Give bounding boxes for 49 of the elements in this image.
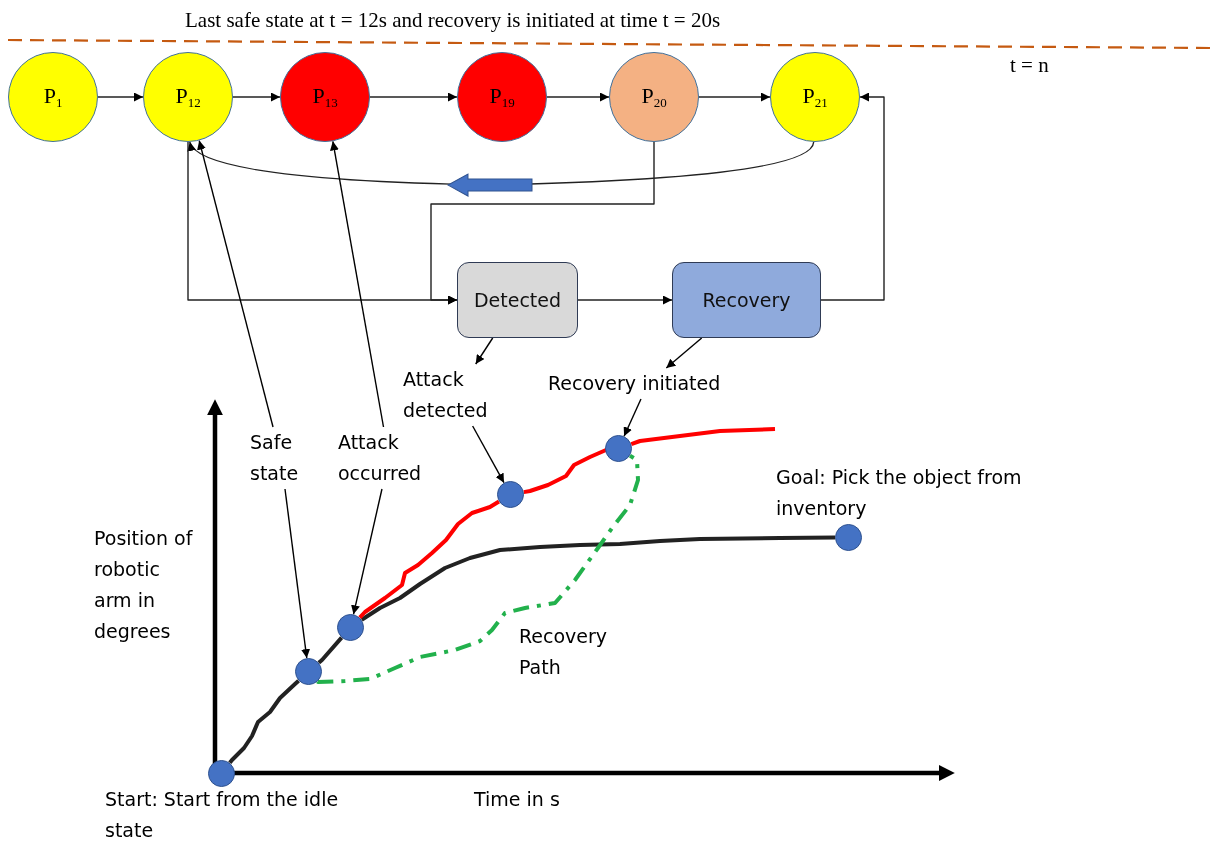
data-point: [605, 435, 632, 462]
connector-arrow: [284, 488, 311, 659]
connector-arrow: [820, 92, 885, 301]
axis-label: Position of robotic arm in degrees: [94, 526, 194, 644]
connector-arrow: [475, 337, 494, 365]
trajectory-line: [317, 636, 344, 665]
connector-arrow: [546, 92, 610, 102]
connector-arrow: [197, 139, 274, 428]
data-point: [337, 614, 364, 641]
trajectory-line: [358, 499, 500, 619]
connector-arrow: [330, 140, 385, 428]
process-box: Detected: [457, 262, 578, 338]
annotation-text: Safe state: [250, 427, 312, 489]
title: Last safe state at t = 12s and recovery is initiated at time t = 20s: [185, 8, 721, 33]
trajectory-line: [523, 448, 608, 495]
connector-arrow: [369, 92, 458, 102]
recovery-path-line: [316, 453, 640, 684]
data-point: [497, 481, 524, 508]
state-label: P$_{21}$: [802, 83, 828, 111]
process-box: Recovery: [672, 262, 821, 338]
state-label: P$_{1}$: [43, 83, 63, 111]
goal-label: Goal: Pick the object from inventory: [776, 465, 1023, 521]
data-point: [835, 524, 862, 551]
connector-arrow: [351, 488, 383, 616]
axis-label: Time in s: [474, 787, 561, 812]
state-label: P$_{19}$: [489, 83, 515, 111]
connector-arrow: [577, 295, 673, 305]
data-point: [208, 760, 235, 787]
state-label: P$_{12}$: [175, 83, 201, 111]
connector-arrow: [698, 92, 771, 102]
data-point: [295, 658, 322, 685]
state-label: P$_{13}$: [312, 83, 338, 111]
state-label: P$_{20}$: [641, 83, 667, 111]
connector-arrow: [187, 141, 458, 305]
trajectory-line: [630, 427, 776, 446]
annotation-text: Attack detected: [403, 364, 508, 426]
feedback-arrow: [187, 141, 815, 197]
annotation-text: Attack occurred: [338, 427, 440, 489]
connector-arrow: [97, 92, 144, 102]
connector-arrow: [232, 92, 281, 102]
trajectory-line: [228, 679, 300, 765]
trajectory-line: [360, 535, 835, 622]
curve-label: Recovery Path: [519, 624, 609, 680]
connector-arrow: [471, 425, 505, 484]
annotation-text: Recovery initiated: [548, 368, 748, 399]
time-label: t = n: [1010, 52, 1050, 79]
connector-arrow: [665, 337, 703, 369]
connector-arrow: [623, 398, 642, 437]
start-label: Start: Start from the idle state: [105, 787, 340, 843]
